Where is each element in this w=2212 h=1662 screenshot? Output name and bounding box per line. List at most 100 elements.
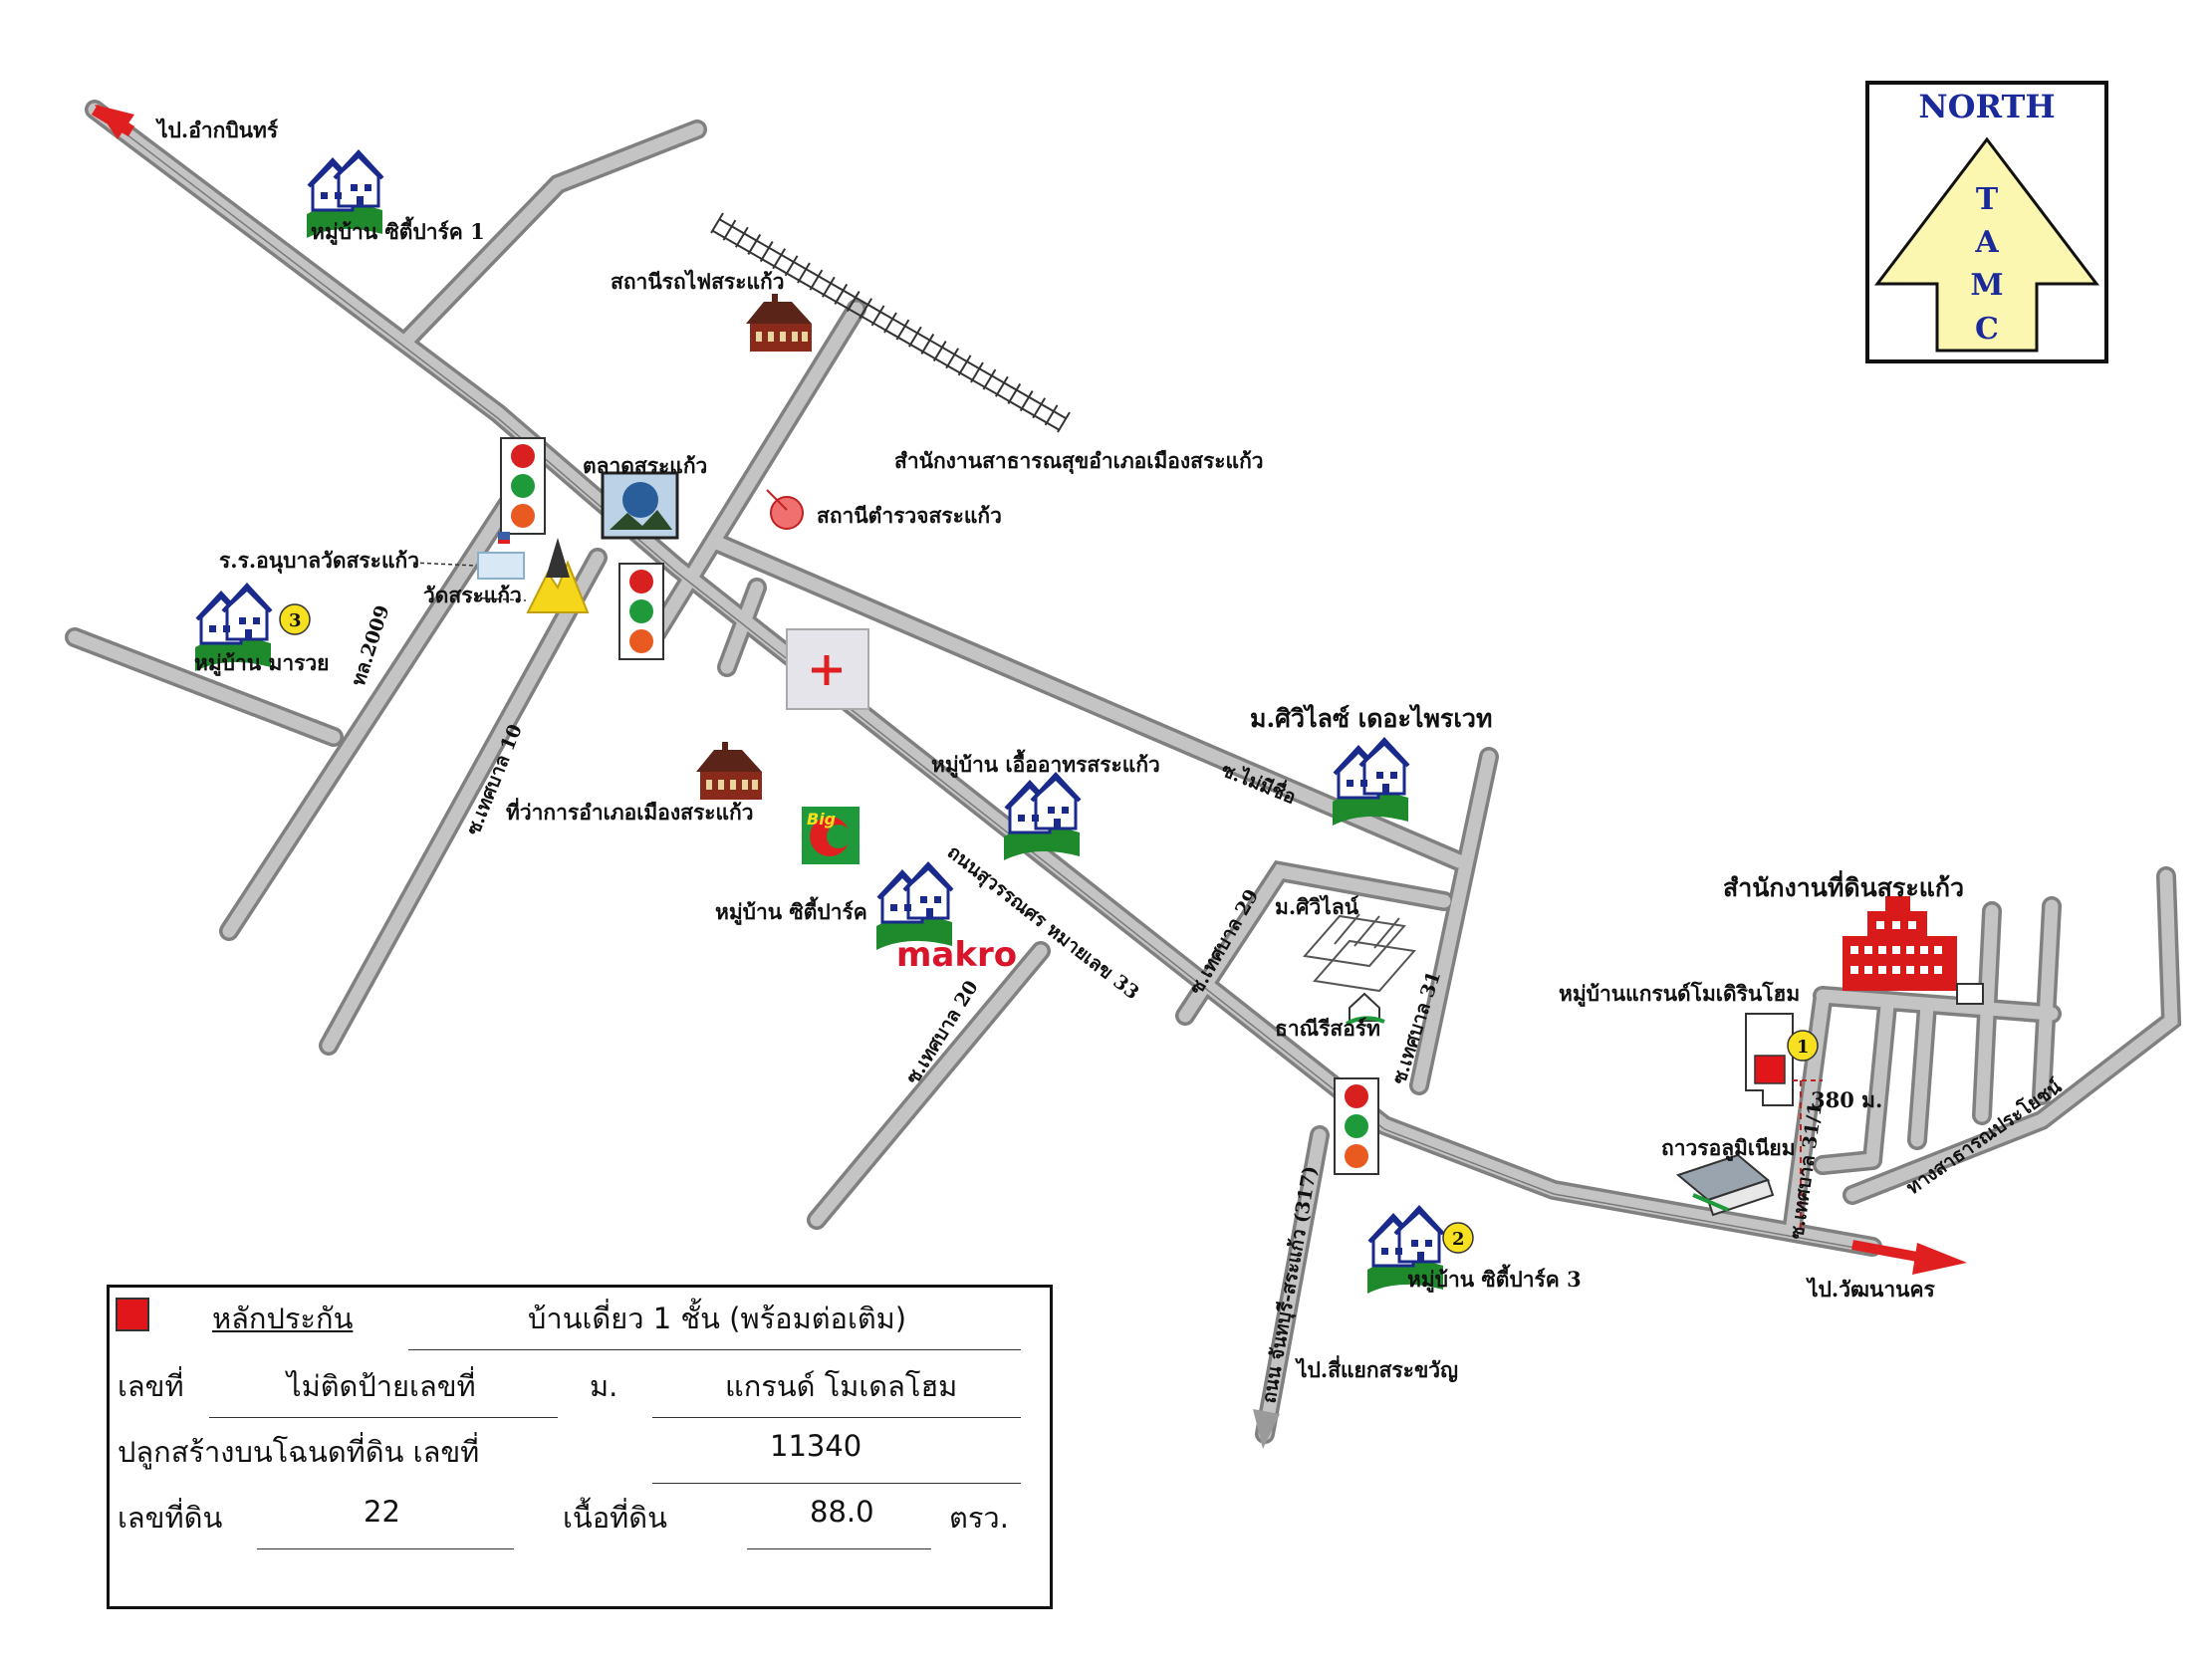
label-ua-village: หมู่บ้าน เอื้ออาทรสระแก้ว bbox=[931, 749, 1160, 779]
label-temple: วัดสระแก้ว bbox=[423, 583, 522, 607]
railway-tie bbox=[932, 341, 947, 362]
label-city-park-3: หมู่บ้าน ซิตี้ปาร์ค 3 bbox=[1407, 1264, 1582, 1294]
police-icon bbox=[766, 489, 804, 530]
railway-track bbox=[710, 212, 1071, 433]
land-no-value: 22 bbox=[364, 1495, 400, 1529]
railway-tie bbox=[994, 375, 1009, 397]
label-city-life: ม.ศิวิไลซ์ เดอะไพรเวท bbox=[1250, 703, 1492, 733]
grand-modern-lots bbox=[1745, 1013, 1823, 1230]
deed-value: 11340 bbox=[770, 1429, 862, 1463]
railway-tie bbox=[759, 241, 774, 263]
label-city-park-1: หมู่บ้าน ซิตี้ปาร์ค 1 bbox=[311, 216, 485, 246]
marker-1: 1 bbox=[1787, 1030, 1819, 1062]
railway-tie bbox=[710, 212, 724, 234]
railway-tie bbox=[957, 355, 972, 376]
railway-tie bbox=[1057, 411, 1071, 433]
label-aluminium: ถาวรอลูมิเนียม bbox=[1661, 1135, 1796, 1162]
railway-tie bbox=[747, 233, 762, 255]
arrow-to-junction bbox=[1253, 1409, 1280, 1449]
label-district-office: ที่ว่าการอำเภอเมืองสระแก้ว bbox=[506, 797, 754, 825]
railway-tie bbox=[821, 276, 836, 298]
label-kindergarten: ร.ร.อนุบาลวัดสระแก้ว bbox=[219, 548, 419, 575]
label-market: ตลาดสระแก้ว bbox=[583, 453, 707, 478]
collateral-marker bbox=[1754, 1055, 1786, 1084]
school-icon bbox=[477, 532, 525, 580]
area-value: 88.0 bbox=[810, 1495, 874, 1529]
traffic-light-1 bbox=[500, 437, 546, 535]
railway-tie bbox=[834, 283, 849, 305]
marker-2: 2 bbox=[1442, 1222, 1474, 1254]
district-office-icon bbox=[696, 742, 762, 800]
railway-tie bbox=[784, 255, 799, 277]
big-c-icon: Big bbox=[802, 807, 860, 864]
tanee-store-icon bbox=[1346, 992, 1385, 1026]
moo-value: แกรนด์ โมเดลโฮม bbox=[725, 1369, 958, 1403]
civil-village-lots bbox=[1303, 913, 1416, 993]
marker-3: 3 bbox=[279, 603, 311, 635]
land-office-icon bbox=[1843, 896, 1957, 991]
railway-tie bbox=[722, 219, 737, 241]
railway-tie bbox=[797, 262, 811, 284]
label-to-amphoe: ไป.อำกบินทร์ bbox=[155, 118, 279, 142]
railway-tie bbox=[920, 333, 935, 355]
railway-tie bbox=[1019, 390, 1034, 412]
railway-tie bbox=[970, 361, 984, 383]
house-type: บ้านเดี่ยว 1 ชั้น (พร้อมต่อเติม) bbox=[528, 1302, 907, 1335]
label-railway-station: สถานีรถไฟสระแก้ว bbox=[611, 269, 785, 294]
school-leader bbox=[412, 562, 477, 567]
temple-icon bbox=[526, 538, 590, 613]
railway-tie bbox=[945, 348, 960, 369]
svg-text:C: C bbox=[1975, 312, 1999, 347]
area-unit: ตรว. bbox=[949, 1501, 1009, 1535]
house-no-label: เลขที่ bbox=[118, 1369, 184, 1403]
railway-tie bbox=[870, 305, 885, 327]
aluminium-store-icon bbox=[1675, 1153, 1775, 1217]
house-icon-ua bbox=[1002, 773, 1082, 862]
label-police: สถานีตำรวจสระแก้ว bbox=[817, 503, 1002, 528]
traffic-light-2 bbox=[618, 563, 664, 660]
railway-tie bbox=[859, 298, 873, 320]
temple-leader bbox=[467, 596, 527, 601]
railway-tie bbox=[734, 226, 749, 248]
label-public-health: สำนักงานสาธารณสุขอำเภอเมืองสระแก้ว bbox=[894, 448, 1264, 475]
railway-tie bbox=[907, 326, 922, 348]
house-icon-city-life bbox=[1331, 738, 1410, 828]
svg-text:T: T bbox=[1976, 182, 1999, 217]
north-label: NORTH bbox=[1918, 88, 2055, 125]
label-380m: 380 ม. bbox=[1811, 1087, 1882, 1112]
big-c-label: Big bbox=[807, 810, 836, 829]
label-to-junction: ไป.สี่แยกสระขวัญ bbox=[1295, 1354, 1458, 1383]
traffic-light-3 bbox=[1334, 1077, 1379, 1175]
railway-tie bbox=[846, 291, 860, 313]
area-label: เนื้อที่ดิน bbox=[563, 1501, 667, 1535]
railway-tie bbox=[772, 248, 787, 270]
deed-label: ปลูกสร้างบนโฉนดที่ดิน เลขที่ bbox=[118, 1435, 480, 1469]
railway-tie bbox=[895, 319, 910, 341]
railway-tie bbox=[883, 312, 897, 334]
label-tanee-store: ธาณีรีสอร์ท bbox=[1275, 1016, 1380, 1041]
svg-text:M: M bbox=[1970, 268, 2003, 303]
label-m-civil: ม.ศิวิไลน์ bbox=[1275, 894, 1359, 919]
label-land-office: สำนักงานที่ดินสระแก้ว bbox=[1723, 870, 1964, 902]
road-network bbox=[65, 100, 2182, 1444]
label-marui: หมู่บ้าน มารวย bbox=[194, 650, 330, 677]
railway-tie bbox=[1007, 382, 1022, 404]
label-makro: makro bbox=[896, 935, 1017, 975]
label-city-park: หมู่บ้าน ซิตี้ปาร์ค bbox=[715, 896, 867, 926]
collateral-title: หลักประกัน bbox=[212, 1302, 354, 1335]
label-to-watthana: ไป.วัฒนานคร bbox=[1806, 1277, 1936, 1302]
collateral-info-box: หลักประกัน บ้านเดี่ยว 1 ชั้น (พร้อมต่อเต… bbox=[107, 1285, 1053, 1609]
arrow-to-amphoe bbox=[91, 104, 135, 139]
label-soi-29: ซ.เทศบาล 29 bbox=[1185, 885, 1263, 998]
svg-text:2: 2 bbox=[1452, 1229, 1465, 1250]
railway-tie bbox=[1032, 397, 1047, 419]
label-grand-modern: หมู่บ้านแกรนด์โมเดิรินโฮม bbox=[1559, 981, 1800, 1008]
house-no-value: ไม่ติดป้ายเลขที่ bbox=[287, 1369, 476, 1403]
small-lot-box bbox=[1956, 983, 1984, 1005]
market-icon bbox=[601, 471, 679, 540]
svg-text:1: 1 bbox=[1797, 1037, 1810, 1058]
railway-tie bbox=[809, 269, 824, 291]
north-arrow-icon bbox=[1873, 136, 2100, 353]
collateral-legend-swatch bbox=[116, 1298, 149, 1331]
